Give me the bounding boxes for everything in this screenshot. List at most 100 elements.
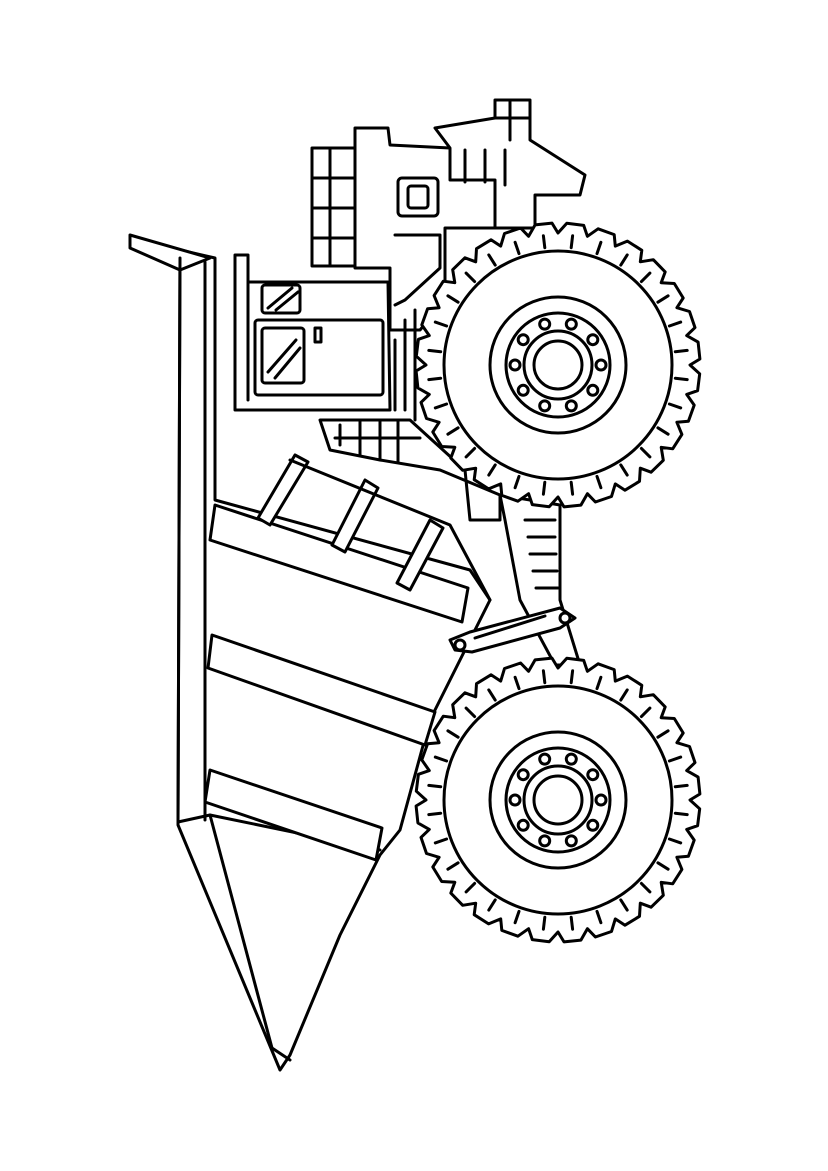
tread-groove: [466, 273, 475, 282]
tread-groove: [658, 863, 668, 869]
front-wheel: [416, 223, 700, 507]
lower-body-lines: [335, 420, 420, 462]
tread-groove: [621, 255, 627, 265]
lug-nut: [566, 319, 576, 329]
tread-groove: [429, 813, 441, 814]
bed-rib-1: [210, 505, 468, 622]
radiator-grille: [312, 148, 355, 266]
wheel-hub-cap: [534, 776, 582, 824]
tread-groove: [669, 404, 680, 408]
tread-groove: [571, 671, 572, 683]
frame-teeth: [525, 520, 558, 588]
hydraulic-cylinder: [450, 608, 575, 652]
lug-nut: [510, 795, 520, 805]
tread-groove: [571, 482, 572, 494]
tread-groove: [658, 428, 668, 434]
load-rail-top: [290, 460, 490, 600]
bed-rib-2: [208, 635, 435, 745]
tread-groove: [658, 731, 668, 737]
dump-bed-body: [178, 250, 490, 1070]
bed-rib-3: [205, 770, 382, 860]
tread-groove: [466, 708, 475, 717]
cab-window: [262, 285, 300, 313]
lug-nut: [518, 770, 528, 780]
tread-groove: [435, 404, 446, 408]
tread-groove: [641, 448, 650, 457]
tread-groove: [466, 448, 475, 457]
lug-nut: [540, 319, 550, 329]
cab-door: [255, 320, 383, 395]
lug-nut: [596, 360, 606, 370]
tread-groove: [571, 236, 572, 248]
dump-bed: [130, 235, 490, 1070]
chassis: [320, 420, 580, 665]
tread-groove: [435, 757, 446, 761]
tread-groove: [597, 911, 601, 922]
exhaust-grille: [465, 100, 530, 185]
lug-nut: [540, 401, 550, 411]
tread-groove: [669, 322, 680, 326]
rear-wheel: [416, 658, 700, 942]
tread-groove: [597, 476, 601, 487]
lug-nut: [566, 401, 576, 411]
lug-nut: [566, 754, 576, 764]
lug-nut: [510, 360, 520, 370]
tread-groove: [675, 350, 687, 351]
load-rail-2: [332, 480, 378, 552]
tread-groove: [597, 242, 601, 253]
load-rail-3: [397, 520, 443, 590]
tread-groove: [429, 378, 441, 379]
lower-body-block: [320, 420, 500, 520]
dump-truck: [130, 100, 700, 1070]
wheels: [416, 223, 700, 942]
lug-nut: [518, 385, 528, 395]
tread-groove: [543, 482, 544, 494]
tread-groove: [669, 757, 680, 761]
tread-groove: [641, 708, 650, 717]
tread-groove: [489, 900, 495, 910]
lug-nut: [566, 836, 576, 846]
hood-side-panel: [395, 235, 440, 305]
tread-groove: [466, 883, 475, 892]
tread-groove: [543, 917, 544, 929]
tread-groove: [489, 465, 495, 475]
lug-nut: [588, 770, 598, 780]
tread-groove: [429, 785, 441, 786]
tread-groove: [675, 378, 687, 379]
tread-groove: [448, 296, 458, 302]
tread-groove: [435, 839, 446, 843]
tread-groove: [543, 236, 544, 248]
tread-groove: [675, 813, 687, 814]
load-rail-1: [258, 455, 308, 525]
lug-nut: [518, 820, 528, 830]
tread-groove: [448, 731, 458, 737]
tread-groove: [448, 428, 458, 434]
tread-groove: [641, 273, 650, 282]
bed-canopy-edge: [178, 258, 180, 822]
tread-groove: [515, 677, 519, 688]
tread-groove: [621, 690, 627, 700]
tread-groove: [571, 917, 572, 929]
tread-groove: [543, 671, 544, 683]
tread-groove: [658, 296, 668, 302]
tread-groove: [515, 242, 519, 253]
lug-nut: [518, 335, 528, 345]
cab-struts: [395, 310, 415, 420]
lug-nut: [588, 385, 598, 395]
exhaust-stack: [435, 100, 585, 228]
tread-groove: [675, 785, 687, 786]
tread-groove: [621, 465, 627, 475]
tread-groove: [515, 476, 519, 487]
lug-nut: [588, 820, 598, 830]
tread-groove: [489, 690, 495, 700]
tread-groove: [641, 883, 650, 892]
lug-nut: [540, 836, 550, 846]
cab-and-engine: [235, 100, 585, 420]
lug-nut: [540, 754, 550, 764]
tread-groove: [435, 322, 446, 326]
lug-nut: [588, 335, 598, 345]
tread-groove: [597, 677, 601, 688]
tread-groove: [489, 255, 495, 265]
tread-groove: [515, 911, 519, 922]
